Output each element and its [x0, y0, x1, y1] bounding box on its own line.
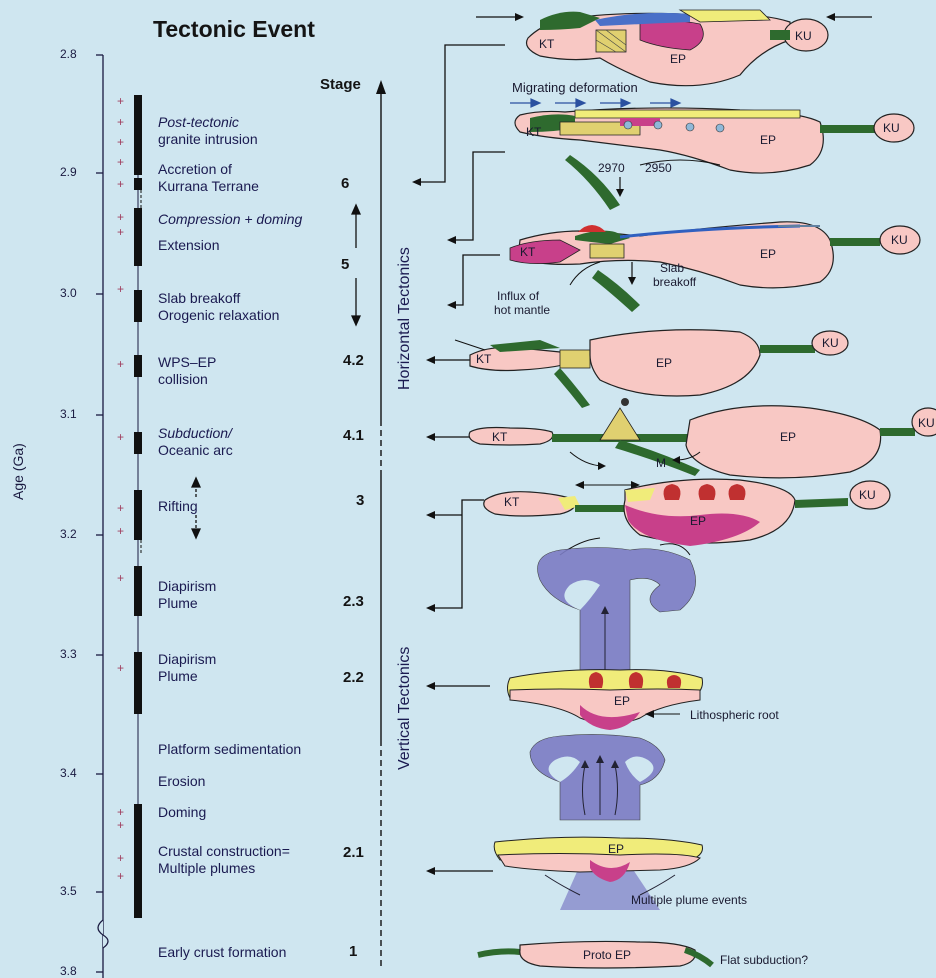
kt-label: KT — [492, 430, 507, 444]
stage-number: 2.2 — [343, 669, 364, 686]
migrating-label: Migrating deformation — [512, 80, 638, 95]
svg-text:+: + — [117, 177, 124, 191]
svg-text:+: + — [117, 661, 124, 675]
tick-label: 3.5 — [60, 884, 77, 898]
ep-label: EP — [656, 356, 672, 370]
svg-text:+: + — [117, 524, 124, 538]
event-label: Doming — [158, 804, 206, 821]
ku-label: KU — [822, 336, 839, 350]
kt-label: KT — [504, 495, 519, 509]
tick-label: 3.8 — [60, 964, 77, 978]
stage-number: 5 — [341, 256, 349, 273]
svg-text:+: + — [117, 282, 124, 296]
stage-number: 2.3 — [343, 593, 364, 610]
breakoff-label: breakoff — [653, 275, 696, 289]
event-label: Compression + doming — [158, 211, 302, 228]
ep-label: EP — [780, 430, 796, 444]
ep-label: EP — [760, 247, 776, 261]
tick-label: 3.1 — [60, 407, 77, 421]
ep-label: EP — [608, 842, 624, 856]
ep-label: EP — [690, 514, 706, 528]
event-label: Crustal construction=Multiple plumes — [158, 843, 290, 877]
stage-number: 4.1 — [343, 427, 364, 444]
m-label: M — [656, 456, 666, 470]
diagram-stage-4-1 — [469, 398, 936, 478]
ku-label: KU — [891, 233, 908, 247]
svg-text:+: + — [117, 210, 124, 224]
tick-label: 2.9 — [60, 165, 77, 179]
svg-text:+: + — [117, 135, 124, 149]
tick-label: 3.0 — [60, 286, 77, 300]
event-label: Platform sedimentation — [158, 741, 301, 758]
event-label: Rifting — [158, 498, 198, 515]
svg-text:+: + — [117, 818, 124, 832]
ku-label: KU — [859, 488, 876, 502]
multiple-plume-label: Multiple plume events — [631, 893, 747, 907]
event-label: Extension — [158, 237, 219, 254]
diagram-stage-6b — [510, 99, 914, 210]
svg-text:+: + — [117, 357, 124, 371]
plume-stage-2-1 — [530, 734, 665, 820]
tick-label: 3.4 — [60, 766, 77, 780]
diagram-stage-3 — [484, 479, 890, 555]
ep-label: EP — [614, 694, 630, 708]
age-2970-label: 2970 — [598, 161, 625, 175]
horizontal-tectonics-label: Horizontal Tectonics — [396, 247, 414, 390]
stage-number: 4.2 — [343, 352, 364, 369]
age-2950-label: 2950 — [645, 161, 672, 175]
diagram-stage-6a — [476, 10, 872, 86]
stage-number: 2.1 — [343, 844, 364, 861]
ku-label: KU — [883, 121, 900, 135]
event-label: Erosion — [158, 773, 205, 790]
svg-text:+: + — [117, 869, 124, 883]
plume-stage-2-3 — [538, 548, 696, 681]
event-label: Early crust formation — [158, 944, 286, 961]
tick-label: 2.8 — [60, 47, 77, 61]
diagram-stage-2-2 — [508, 670, 703, 730]
ku-label: KU — [795, 29, 812, 43]
svg-text:+: + — [117, 805, 124, 819]
kt-label: KT — [476, 352, 491, 366]
ku-label: KU — [918, 416, 935, 430]
stage-number: 6 — [341, 175, 349, 192]
svg-text:+: + — [117, 225, 124, 239]
event-label: Subduction/Oceanic arc — [158, 425, 233, 459]
tick-label: 3.3 — [60, 647, 77, 661]
influx-label: Influx of — [497, 289, 539, 303]
lithospheric-root-label: Lithospheric root — [690, 708, 779, 722]
diagram-stage-4-2 — [455, 330, 848, 408]
diagram-stage-5 — [510, 222, 920, 312]
svg-text:+: + — [117, 155, 124, 169]
stage-number: 1 — [349, 943, 357, 960]
svg-text:+: + — [117, 571, 124, 585]
kt-label: KT — [520, 245, 535, 259]
svg-text:+: + — [117, 430, 124, 444]
kt-label: KT — [526, 125, 541, 139]
ep-label: EP — [670, 52, 686, 66]
svg-text:+: + — [117, 94, 124, 108]
ep-label: EP — [760, 133, 776, 147]
slab-label: Slab — [660, 261, 684, 275]
vertical-tectonics-label: Vertical Tectonics — [396, 647, 414, 770]
kt-label: KT — [539, 37, 554, 51]
hot-mantle-label: hot mantle — [494, 303, 550, 317]
svg-text:+: + — [117, 501, 124, 515]
proto-ep-label: Proto EP — [583, 948, 631, 962]
svg-text:+: + — [117, 851, 124, 865]
stage-number: 3 — [356, 492, 364, 509]
tick-label: 3.2 — [60, 527, 77, 541]
svg-text:+: + — [117, 115, 124, 129]
flat-subduction-label: Flat subduction? — [720, 953, 808, 967]
